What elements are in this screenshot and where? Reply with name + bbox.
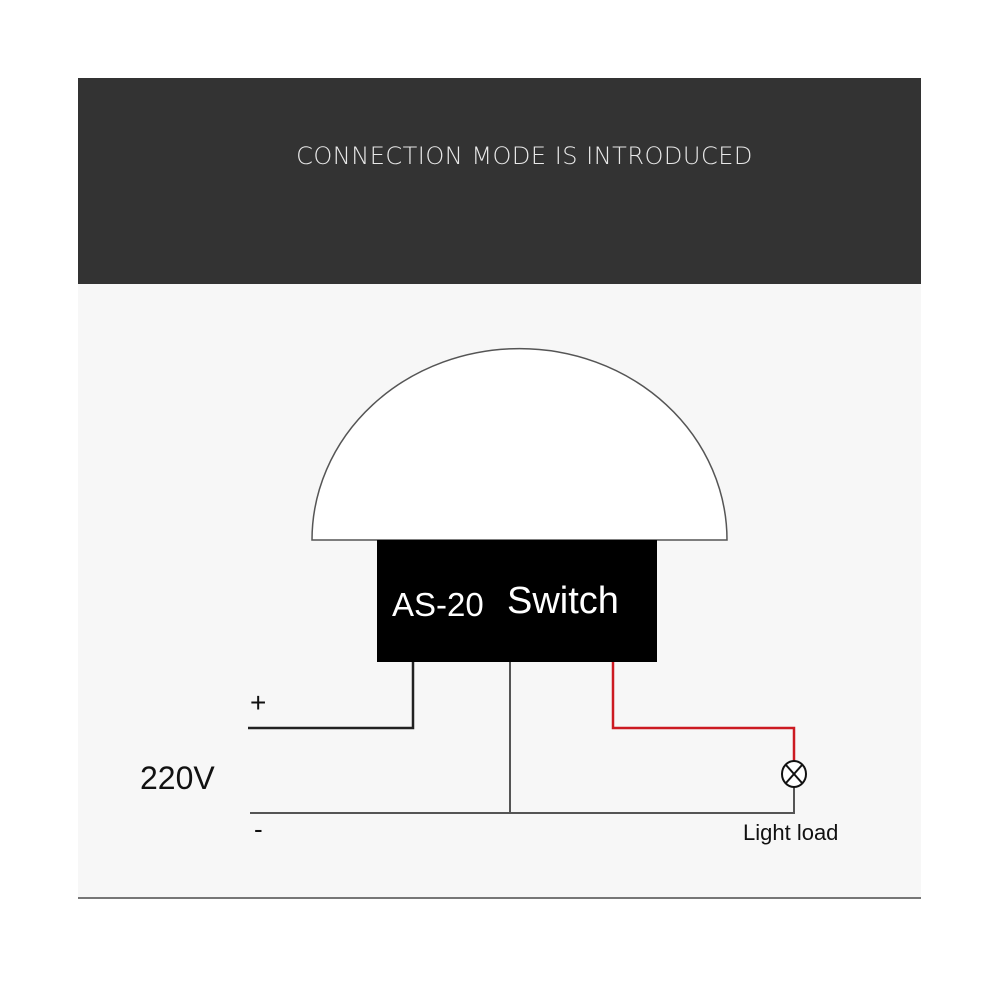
header-banner: CONNECTION MODE IS INTRODUCED	[78, 78, 921, 284]
lamp-icon	[781, 760, 807, 788]
voltage-label: 220V	[140, 760, 215, 796]
minus-wire	[250, 786, 795, 814]
header-title: CONNECTION MODE IS INTRODUCED	[296, 142, 753, 170]
load-label: Light load	[743, 820, 838, 845]
device-label: Switch	[507, 580, 619, 622]
sensor-dome	[311, 347, 728, 541]
minus-label: -	[254, 814, 263, 844]
plus-wire	[248, 662, 415, 730]
switch-body	[377, 540, 657, 662]
load-wire	[611, 662, 796, 762]
plus-label: +	[250, 687, 266, 718]
device-model: AS-20	[392, 586, 484, 623]
